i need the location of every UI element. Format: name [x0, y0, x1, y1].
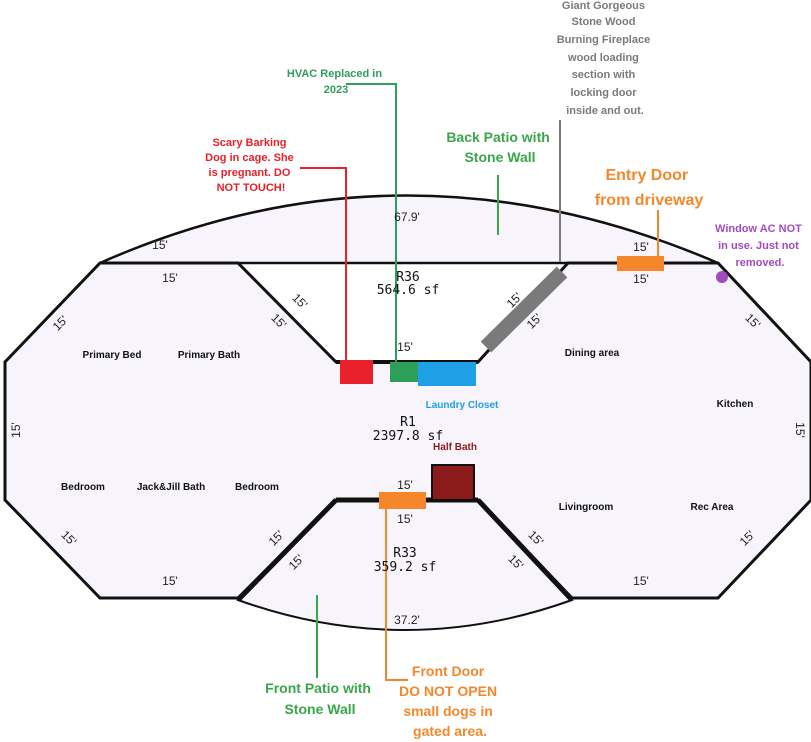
room-bedroom-right: Bedroom — [235, 482, 279, 493]
dim-label: 15' — [152, 238, 168, 252]
fireplace-marker — [480, 266, 568, 353]
room-kitchen: Kitchen — [717, 399, 754, 410]
dog-leader — [300, 167, 347, 362]
dim-label: 15' — [9, 422, 23, 438]
room-primary-bath: Primary Bath — [178, 350, 240, 361]
r33-code: R33 — [393, 546, 416, 561]
back-patio-area — [99, 194, 719, 265]
fireplace-note: Giant Gorgeous Stone Wood Burning Firepl… — [557, 0, 654, 117]
r1-area: 2397.8 sf — [373, 429, 443, 444]
hvac-note: HVAC Replaced in 2023 — [287, 68, 385, 96]
r1-code: R1 — [400, 415, 416, 430]
room-rec-area: Rec Area — [691, 502, 734, 513]
room-livingroom: Livingroom — [559, 502, 614, 513]
dim-label: 15' — [397, 512, 413, 526]
dim-label: 15' — [633, 240, 649, 254]
r33-area: 359.2 sf — [374, 560, 437, 575]
back-arc-dimension: 67.9' — [394, 210, 420, 224]
front-door-leader — [385, 509, 408, 681]
window-ac-note: Window AC NOT in use. Just not removed. — [715, 223, 805, 269]
room-bedroom-left: Bedroom — [61, 482, 105, 493]
dim-label: 15' — [397, 340, 413, 354]
entry-door-note: Entry Door from driveway — [595, 167, 704, 209]
front-arc-dimension: 37.2' — [394, 613, 420, 627]
hvac-leader — [346, 83, 397, 362]
dog-cage-marker — [340, 360, 373, 384]
dim-label: 15' — [289, 291, 310, 312]
r36-area: 564.6 sf — [377, 283, 440, 298]
room-jack-jill-bath: Jack&Jill Bath — [137, 482, 205, 493]
half-bath-marker — [431, 464, 475, 501]
r36-code: R36 — [396, 270, 419, 285]
laundry-closet-marker — [418, 362, 476, 386]
dim-label: 15' — [397, 478, 413, 492]
dim-label: 15' — [162, 574, 178, 588]
dim-label: 15' — [633, 574, 649, 588]
hvac-marker — [390, 362, 420, 382]
dim-label: 15' — [793, 422, 807, 438]
front-door-note: Front Door DO NOT OPEN small dogs in gat… — [399, 663, 501, 739]
dog-note: Scary Barking Dog in cage. She is pregna… — [205, 137, 297, 194]
window-ac-marker — [716, 271, 728, 283]
dim-label: 15' — [633, 272, 649, 286]
back-patio-note: Back Patio with Stone Wall — [446, 129, 553, 165]
room-primary-bed: Primary Bed — [83, 350, 142, 361]
room-half-bath: Half Bath — [433, 442, 477, 453]
front-patio-note: Front Patio with Stone Wall — [265, 680, 375, 717]
front-door-marker — [379, 492, 426, 509]
front-patio-area — [236, 499, 574, 631]
room-dining-area: Dining area — [565, 348, 620, 359]
room-laundry-closet: Laundry Closet — [426, 400, 499, 411]
entry-door-marker — [617, 256, 664, 271]
dim-label: 15' — [162, 271, 178, 285]
